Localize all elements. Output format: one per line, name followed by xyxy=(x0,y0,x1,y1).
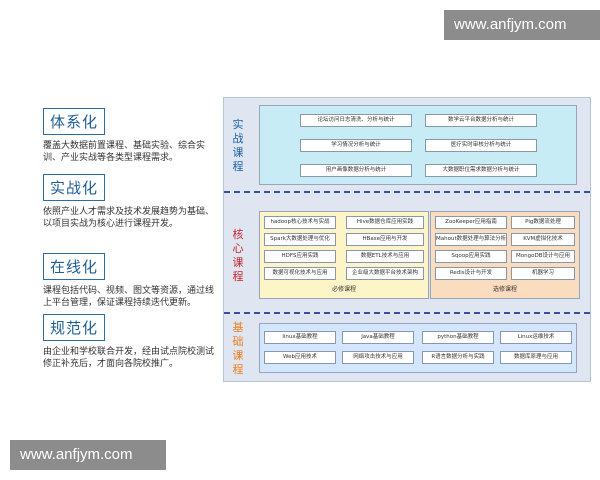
section-label-core: 核心课程 xyxy=(232,228,244,283)
section-core: 核心课程 hadoop核心技术与实战 Hive数据仓库应用实践 Spark大数据… xyxy=(224,194,590,308)
course-item: 数据可视化技术与应用 xyxy=(264,267,336,280)
course-item: 学习情况分析与统计 xyxy=(300,139,412,152)
course-item: Pig数据流处理 xyxy=(511,216,575,229)
course-system-diagram: 实战课程 论坛访问日志清洗、分析与统计 数学云平台数据分析与统计 学习情况分析与… xyxy=(223,97,591,382)
section-divider xyxy=(224,191,590,193)
course-item: linux基础教程 xyxy=(264,331,336,344)
course-item: HBase应用与开发 xyxy=(346,233,424,246)
course-item: Hive数据仓库应用实践 xyxy=(346,216,424,229)
feature-title: 体系化 xyxy=(43,108,106,135)
course-item: MongoDB设计与应用 xyxy=(511,250,575,263)
feature-practical: 实战化 依照产业人才需求及技术发展趋势为基础、以项目实战为核心进行课程开发。 xyxy=(43,174,218,230)
feature-desc: 课程包括代码、视频、图文等资源，通过线上平台管理，保证课程持续迭代更新。 xyxy=(43,286,215,308)
feature-standardized: 规范化 由企业和学校联合开发，经由试点院校测试修正补充后，才面向各院校推广。 xyxy=(43,314,218,370)
basic-box: linux基础教程 Java基础教程 python基础教程 Linux运维技术 … xyxy=(259,323,577,373)
elective-label: 选修课程 xyxy=(492,286,517,293)
course-item: 用户画像数据分析与统计 xyxy=(300,164,412,177)
section-label-basic: 基础课程 xyxy=(232,321,244,376)
feature-systematic: 体系化 覆盖大数据前置课程、基础实验、综合实训、产业实战等各类型课程需求。 xyxy=(43,108,218,164)
section-label-practice: 实战课程 xyxy=(232,118,244,173)
required-box: hadoop核心技术与实战 Hive数据仓库应用实践 Spark大数据处理与优化… xyxy=(259,211,429,299)
course-item: ZooKeeper应用指南 xyxy=(435,216,507,229)
course-item: Spark大数据处理与优化 xyxy=(264,233,336,246)
section-divider xyxy=(224,312,590,314)
course-item: Java基础教程 xyxy=(342,331,414,344)
course-item: Sqoop应用实践 xyxy=(435,250,507,263)
course-item: R语言数据分析与实践 xyxy=(422,351,494,364)
watermark-bottom: www.anfjym.com xyxy=(10,440,166,470)
course-item: 论坛访问日志清洗、分析与统计 xyxy=(300,114,412,127)
feature-title: 规范化 xyxy=(43,314,106,341)
course-item: Mahout数据处理与算法分析 xyxy=(435,233,507,246)
section-practice: 实战课程 论坛访问日志清洗、分析与统计 数学云平台数据分析与统计 学习情况分析与… xyxy=(224,98,590,190)
course-item: 企业级大数据平台技术架构 xyxy=(346,267,424,280)
feature-desc: 依照产业人才需求及技术发展趋势为基础、以项目实战为核心进行课程开发。 xyxy=(43,207,215,229)
course-item: 数学云平台数据分析与统计 xyxy=(425,114,537,127)
course-item: Web应用技术 xyxy=(264,351,336,364)
course-item: hadoop核心技术与实战 xyxy=(264,216,336,229)
feature-desc: 由企业和学校联合开发，经由试点院校测试修正补充后，才面向各院校推广。 xyxy=(43,347,215,369)
watermark-top: www.anfjym.com xyxy=(444,10,600,40)
course-item: Linux运维技术 xyxy=(500,331,572,344)
course-item: Redis设计与开发 xyxy=(435,267,507,280)
course-item: 网络攻击技术与应用 xyxy=(342,351,414,364)
course-item: 数据库原理与应用 xyxy=(500,351,572,364)
course-item: 数据ETL技术与应用 xyxy=(346,250,424,263)
feature-desc: 覆盖大数据前置课程、基础实验、综合实训、产业实战等各类型课程需求。 xyxy=(43,141,206,163)
course-item: KVM虚拟化技术 xyxy=(511,233,575,246)
elective-box: ZooKeeper应用指南 Pig数据流处理 Mahout数据处理与算法分析 K… xyxy=(430,211,580,299)
feature-title: 实战化 xyxy=(43,174,106,201)
course-item: 机器学习 xyxy=(511,267,575,280)
course-item: HDFS应用实践 xyxy=(264,250,336,263)
course-item: python基础教程 xyxy=(422,331,494,344)
course-item: 大数据职位需求数据分析与统计 xyxy=(425,164,537,177)
feature-online: 在线化 课程包括代码、视频、图文等资源，通过线上平台管理，保证课程持续迭代更新。 xyxy=(43,253,218,309)
practice-box: 论坛访问日志清洗、分析与统计 数学云平台数据分析与统计 学习情况分析与统计 医疗… xyxy=(259,105,577,185)
section-basic: 基础课程 linux基础教程 Java基础教程 python基础教程 Linux… xyxy=(224,315,590,381)
feature-title: 在线化 xyxy=(43,253,106,280)
required-label: 必修课程 xyxy=(331,286,356,293)
course-item: 医疗实时审核分析与统计 xyxy=(425,139,537,152)
